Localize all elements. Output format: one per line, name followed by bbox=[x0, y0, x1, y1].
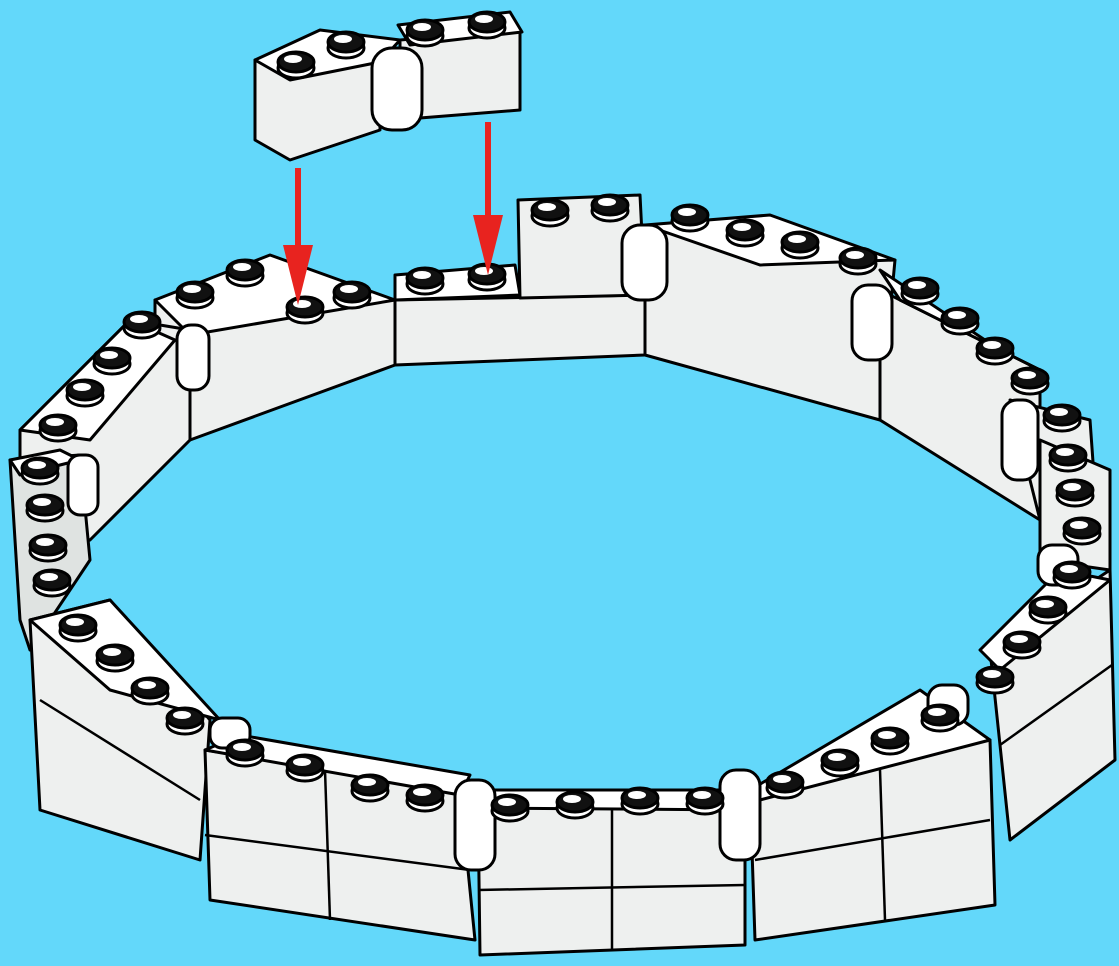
arrow-right bbox=[473, 122, 503, 275]
ring-right bbox=[980, 440, 1115, 840]
loose-hinge-brick bbox=[255, 12, 522, 160]
